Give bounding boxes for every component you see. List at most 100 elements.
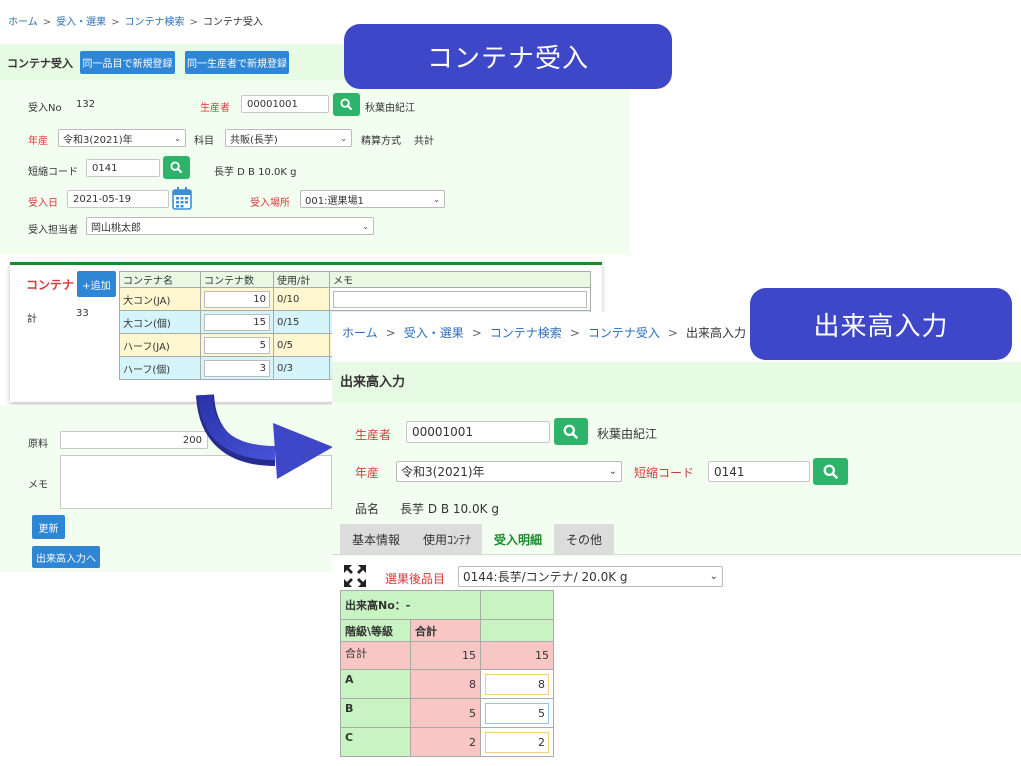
sorted-item-select[interactable]: 0144:長芋/コンテナ/ 20.0K g ⌄ xyxy=(458,566,723,587)
producer-code-input[interactable]: 00001001 xyxy=(406,421,550,443)
add-container-button[interactable]: +追加 xyxy=(77,271,116,297)
tab-divider xyxy=(332,554,1021,555)
row-total: 5 xyxy=(410,698,481,728)
container-receipt-banner: コンテナ受入 xyxy=(344,24,672,89)
breadcrumb-receiving[interactable]: 受入・選果 xyxy=(56,17,107,28)
receipt-place-select[interactable]: 001:選果場1 ⌄ xyxy=(300,190,445,208)
register-same-producer-button[interactable]: 同一生産者で新規登録 xyxy=(185,51,289,74)
total-label: 計 xyxy=(27,314,37,325)
table-row: 合計 15 15 xyxy=(340,641,555,670)
row-label: B xyxy=(340,698,411,728)
year-select[interactable]: 令和3(2021)年 ⌄ xyxy=(396,461,622,482)
breadcrumb-container-search[interactable]: コンテナ検索 xyxy=(124,17,185,28)
page-title: コンテナ受入 xyxy=(7,57,73,70)
memo-label: メモ xyxy=(28,480,48,491)
tab-basic-info[interactable]: 基本情報 xyxy=(340,524,412,554)
producer-code-input[interactable]: 00001001 xyxy=(241,95,329,113)
output-no: 出来高No：- xyxy=(340,590,481,620)
year-select-value: 令和3(2021)年 xyxy=(63,134,133,146)
container-usage: 0/10 xyxy=(272,287,331,311)
tab-used-containers[interactable]: 使用ｺﾝﾃﾅ xyxy=(412,524,482,554)
sorted-item-value: 0144:長芋/コンテナ/ 20.0K g xyxy=(463,570,628,584)
tab-receipt-details[interactable]: 受入明細 xyxy=(482,524,554,554)
grade-b-input[interactable]: 5 xyxy=(484,702,549,724)
breadcrumb-home[interactable]: ホーム xyxy=(342,326,378,340)
table-row: C 2 2 xyxy=(340,727,555,757)
grid-header-blank xyxy=(479,590,555,620)
chevron-down-icon: ⌄ xyxy=(709,571,718,582)
col-memo: メモ xyxy=(329,271,591,288)
row-total: 8 xyxy=(410,669,481,699)
row-label: A xyxy=(340,669,411,699)
breadcrumb-home[interactable]: ホーム xyxy=(8,17,38,28)
breadcrumb-container-search[interactable]: コンテナ検索 xyxy=(489,326,562,340)
container-count-input[interactable]: 5 xyxy=(203,336,270,354)
short-code-input[interactable]: 0141 xyxy=(86,159,160,177)
product-name: 長芋 D B 10.0K g xyxy=(400,502,499,516)
grade-a-input[interactable]: 8 xyxy=(484,673,549,695)
expand-icon[interactable] xyxy=(343,564,367,588)
short-code-search-button[interactable] xyxy=(163,156,190,179)
search-icon xyxy=(823,464,838,479)
chevron-down-icon: ⌄ xyxy=(174,133,181,143)
receipt-no-value: 132 xyxy=(76,99,96,110)
container-name: 大コン(JA) xyxy=(119,287,201,311)
output-entry-screen: ホーム>受入・選果>コンテナ検索>コンテナ受入>出来高入力 出来高入力 生産者 … xyxy=(332,312,1021,766)
curved-arrow-icon xyxy=(196,394,333,479)
sorted-item-label: 選果後品目 xyxy=(385,572,446,586)
search-icon xyxy=(340,98,353,111)
receipt-date-input[interactable]: 2021-05-19 xyxy=(67,190,169,208)
page-title: 出来高入力 xyxy=(340,375,406,390)
col-usage: 使用/計 xyxy=(272,271,331,288)
year-label: 年産 xyxy=(28,136,48,147)
col-container-name: コンテナ名 xyxy=(119,271,201,288)
search-icon xyxy=(170,161,183,174)
memo-input[interactable] xyxy=(333,290,587,308)
calendar-icon[interactable] xyxy=(172,186,192,214)
product-label: 品名 xyxy=(355,502,380,516)
breadcrumb-receiving[interactable]: 受入・選果 xyxy=(403,326,464,340)
staff-select-value: 岡山桃太郎 xyxy=(91,222,141,234)
producer-search-button[interactable] xyxy=(554,418,588,445)
receipt-no-label: 受入No xyxy=(28,103,62,114)
producer-name: 秋葉由紀江 xyxy=(597,427,658,441)
register-same-item-button[interactable]: 同一品目で新規登録 xyxy=(80,51,175,74)
staff-select[interactable]: 岡山桃太郎 ⌄ xyxy=(86,217,374,235)
chevron-down-icon: ⌄ xyxy=(362,221,369,231)
goto-output-button[interactable]: 出来高入力へ xyxy=(32,546,100,568)
producer-name: 秋葉由紀江 xyxy=(365,103,415,114)
tab-other[interactable]: その他 xyxy=(554,524,614,554)
container-count-input[interactable]: 3 xyxy=(203,359,270,377)
row-total: 2 xyxy=(410,727,481,757)
container-usage: 0/5 xyxy=(272,333,331,357)
subject-select[interactable]: 共販(長芋)⌄ xyxy=(225,129,352,147)
output-grid: 出来高No：- 階級\等級 合計 合計 15 15 A 8 8 B 5 5 C … xyxy=(340,590,555,757)
settlement-value: 共計 xyxy=(414,136,434,147)
short-code-input[interactable]: 0141 xyxy=(708,461,810,482)
year-select[interactable]: 令和3(2021)年 ⌄ xyxy=(58,129,186,147)
calendar-graphic xyxy=(172,187,192,210)
year-label: 年産 xyxy=(355,466,380,480)
table-row: 大コン(JA) 10 0/10 xyxy=(119,287,591,311)
producer-search-button[interactable] xyxy=(333,93,360,116)
breadcrumb-container-receipt[interactable]: コンテナ受入 xyxy=(587,326,660,340)
settlement-label: 精算方式 xyxy=(361,136,401,147)
year-select-value: 令和3(2021)年 xyxy=(401,465,485,479)
container-count-input[interactable]: 15 xyxy=(203,313,270,331)
staff-label: 受入担当者 xyxy=(28,225,78,236)
grade-c-input[interactable]: 2 xyxy=(484,731,549,753)
chevron-down-icon: ⌄ xyxy=(433,194,440,204)
receipt-place-value: 001:選果場1 xyxy=(305,195,364,207)
container-count-input[interactable]: 10 xyxy=(203,290,270,308)
total-value: 33 xyxy=(76,308,89,319)
update-button[interactable]: 更新 xyxy=(32,515,65,539)
short-code-label: 短縮コード xyxy=(634,466,695,480)
short-code-search-button[interactable] xyxy=(813,458,848,485)
material-input[interactable]: 200 xyxy=(60,431,208,449)
chevron-down-icon: ⌄ xyxy=(608,466,617,477)
table-row: B 5 5 xyxy=(340,698,555,728)
container-usage: 0/15 xyxy=(272,310,331,334)
search-icon xyxy=(563,424,579,439)
row-total: 15 xyxy=(410,641,481,670)
receipt-date-label: 受入日 xyxy=(28,198,58,209)
